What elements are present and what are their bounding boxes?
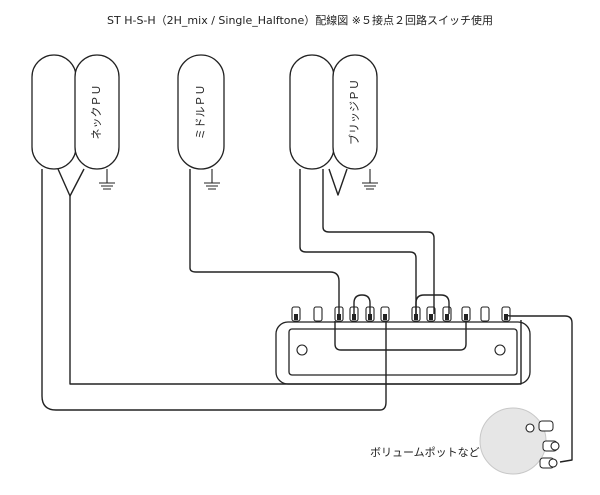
switch-mount-hole — [296, 344, 308, 356]
wiring — [41, 168, 573, 463]
switch-lug — [426, 306, 436, 322]
diagram-title: ST H-S-H（2H_mix / Single_Halftone）配線図 ※５… — [107, 13, 493, 27]
middle-lead-wire — [189, 169, 340, 314]
middle-pickup-label: ミドルＰＵ — [194, 85, 207, 140]
switch-lug — [380, 306, 390, 322]
switch-lug — [442, 306, 452, 322]
neck-pickup: ネックＰＵ — [31, 54, 120, 170]
switch-lug — [461, 306, 471, 322]
switch-lug — [291, 306, 301, 322]
switch-lug — [501, 306, 511, 322]
neck-coil-right — [74, 54, 120, 170]
pot-body — [479, 407, 547, 475]
switch-jumper — [353, 294, 371, 314]
bridge-left-wire — [299, 169, 417, 314]
output-wire — [505, 313, 573, 463]
switch-lug — [480, 306, 490, 322]
switch-body — [288, 328, 518, 376]
five-way-switch — [275, 306, 531, 385]
pot-note: ボリュームポットなど — [370, 446, 480, 459]
bridge-coil-left — [289, 54, 335, 170]
neck-pickup-label: ネックＰＵ — [90, 85, 103, 140]
ground-icon — [99, 169, 115, 190]
neck-coil-left — [31, 54, 77, 170]
neck-output-wire — [69, 196, 522, 385]
bridge-lead-join — [328, 168, 348, 196]
bridge-pickup: ブリッジＰＵ — [289, 54, 378, 170]
bridge-pickup-label: ブリッジＰＵ — [347, 79, 361, 145]
pot-lug — [550, 441, 560, 451]
neck-tap-wire — [41, 169, 387, 411]
switch-mount-hole — [494, 344, 506, 356]
bridge-right-wire — [322, 169, 435, 314]
neck-lead-join — [57, 168, 85, 197]
middle-coil — [177, 54, 225, 170]
ground-icon — [204, 169, 220, 190]
switch-bank-link — [334, 321, 467, 351]
pot-lug — [525, 423, 535, 433]
middle-pickup: ミドルＰＵ — [177, 54, 225, 170]
switch-lug — [313, 306, 323, 322]
switch-jumper — [415, 294, 450, 314]
pot-lug — [548, 458, 558, 468]
bridge-coil-right — [332, 54, 378, 170]
volume-pot: ボリュームポットなど — [370, 407, 560, 475]
ground-icon — [362, 169, 378, 190]
